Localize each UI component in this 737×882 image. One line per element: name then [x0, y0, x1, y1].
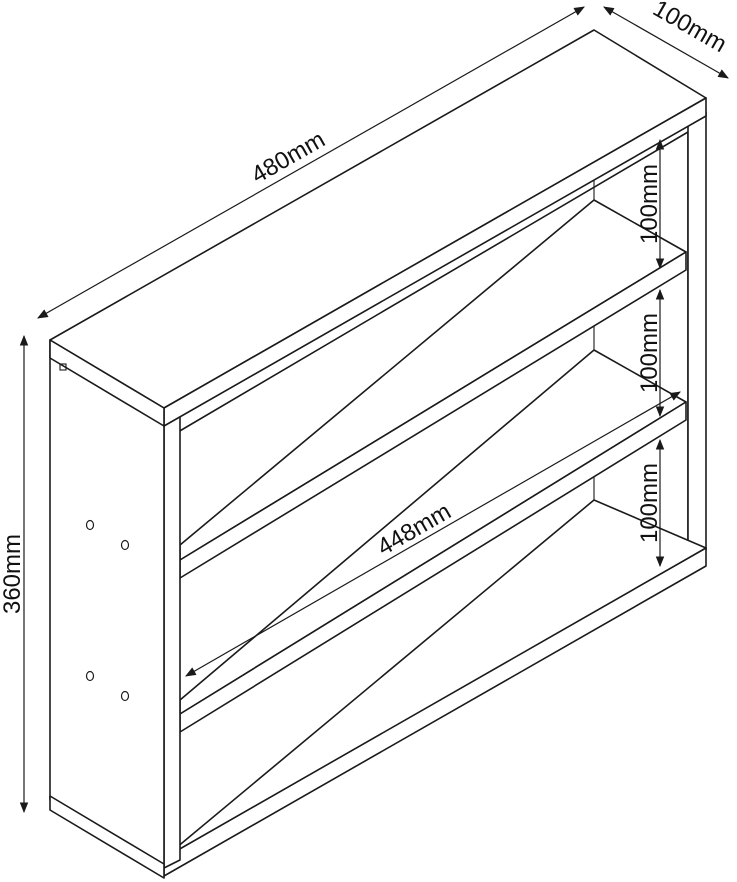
inner-width-dimension-line	[185, 391, 681, 677]
width-dimension-line	[37, 6, 585, 319]
inner-left-upright	[163, 415, 181, 869]
depth-label: 100mm	[648, 0, 731, 58]
left-side-panel	[49, 339, 165, 869]
mounting-holes	[85, 519, 130, 702]
mounting-hole	[85, 670, 95, 682]
depth-dimension-line	[603, 6, 729, 79]
height-label: 360mm	[0, 534, 26, 614]
left-side-base-strip	[49, 795, 165, 879]
right-side-panel	[687, 111, 707, 561]
mounting-hole	[120, 539, 130, 551]
shelf-gap-middle-label: 100mm	[636, 313, 663, 393]
width-label: 480mm	[247, 126, 330, 189]
mounting-hole	[120, 690, 130, 702]
shelf-gap-bottom-label: 100mm	[636, 463, 663, 543]
dimension-lines	[19, 6, 729, 814]
shelf-gap-top-label: 100mm	[636, 164, 663, 244]
mounting-hole	[85, 519, 95, 531]
bookshelf-drawing	[49, 29, 707, 879]
